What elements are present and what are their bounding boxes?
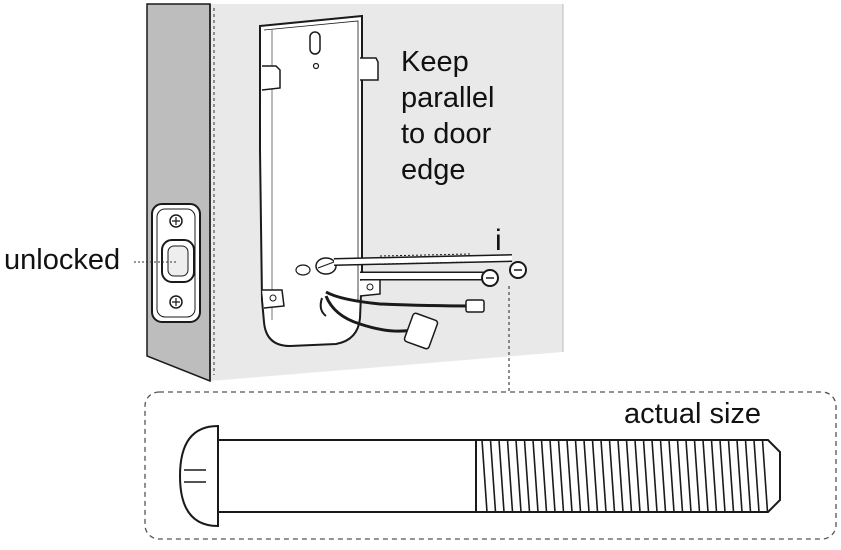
latch-faceplate [151, 203, 201, 323]
mounting-plate [259, 14, 381, 348]
thread-line [617, 439, 624, 513]
thread-line [489, 439, 497, 513]
thread-line [668, 439, 675, 513]
thread-line [591, 439, 599, 513]
thread-line [583, 439, 590, 513]
instruction-line: Keep [401, 46, 469, 78]
thread-line [600, 439, 607, 513]
thread-line [693, 439, 701, 513]
thread-line [634, 439, 641, 513]
long-screw-upper [333, 253, 527, 279]
instruction-line: to door [401, 118, 492, 150]
thread-line [710, 439, 718, 513]
thread-line [523, 439, 531, 513]
thread-line [515, 439, 522, 513]
spindle-holes [295, 257, 337, 276]
thread-line [625, 439, 633, 513]
thread-line [676, 439, 684, 513]
plate-hole [312, 62, 320, 70]
thread-line [761, 439, 769, 513]
thread-line [498, 439, 505, 513]
screw-marker-label: i [495, 224, 502, 257]
thread-line [736, 439, 743, 513]
cable-bundle [319, 290, 485, 350]
thread-line [744, 439, 752, 513]
thread-line [557, 439, 565, 513]
thread-line [608, 439, 616, 513]
thread-line [753, 439, 760, 513]
door-edge [146, 3, 211, 383]
actual-size-screw [178, 424, 781, 528]
thread-line [506, 439, 514, 513]
plate-tab-top-right [360, 57, 379, 81]
plate-slot [309, 31, 321, 55]
thread-line [719, 439, 726, 513]
screw-shank [217, 439, 477, 513]
thread-line [481, 439, 488, 513]
thread-line [574, 439, 582, 513]
unlocked-label: unlocked [4, 244, 121, 276]
screw-head [178, 424, 219, 528]
actual-size-callout-box [144, 391, 837, 540]
thread-line [540, 439, 548, 513]
thread-line [566, 439, 573, 513]
long-screw-lower [360, 269, 499, 287]
thread-line [532, 439, 539, 513]
thread-line [549, 439, 556, 513]
thread-line [702, 439, 709, 513]
cable-connector-large [403, 312, 439, 350]
instruction-line: edge [401, 154, 466, 186]
thread-line [659, 439, 667, 513]
thread-line [642, 439, 650, 513]
instruction-label: Keep parallel to door edge [401, 44, 551, 188]
thread-line [651, 439, 658, 513]
cable-connector-small [465, 299, 485, 313]
thread-line [685, 439, 692, 513]
actual-size-label: actual size [624, 398, 762, 430]
instruction-line: parallel [401, 82, 495, 114]
plate-tab-top-left [261, 65, 281, 91]
thread-line [727, 439, 735, 513]
